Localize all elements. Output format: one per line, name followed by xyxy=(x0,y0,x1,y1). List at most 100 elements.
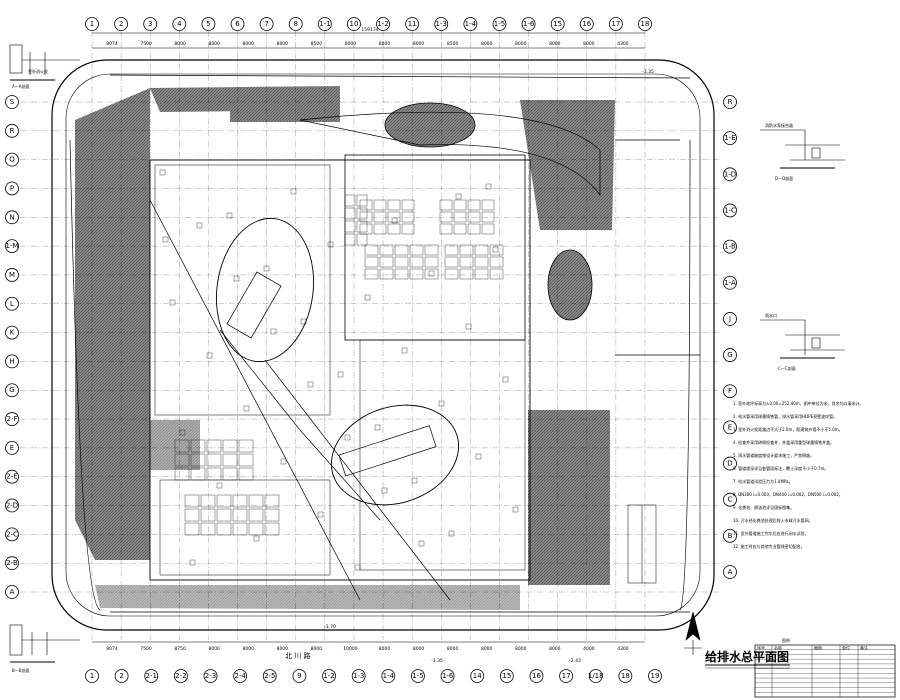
dimension-value: 8000 xyxy=(481,41,493,47)
axis-bubble: 1-3 xyxy=(434,17,449,31)
detail-tag: 消防水泵接合器 xyxy=(765,122,793,128)
axis-label: 5 xyxy=(206,20,210,28)
design-note: 12. 施工时应与其他专业管线密切配合。 xyxy=(733,543,805,549)
axis-bubble: J xyxy=(723,312,737,326)
section-detail-a: A—A剖面 室外消火栓 xyxy=(9,44,80,89)
dimension-value: 8000 xyxy=(243,646,255,652)
dimension-value: 8000 xyxy=(549,41,561,47)
legend-title: 图例 xyxy=(782,637,790,643)
axis-grid xyxy=(20,31,720,640)
dimension-value: 8074 xyxy=(106,41,118,47)
axis-bubble: 2-C xyxy=(5,527,19,542)
section-label: B—B剖面 xyxy=(12,667,30,673)
axis-bubble: 1/18 xyxy=(588,669,604,683)
axis-label: 16 xyxy=(532,672,541,680)
detail-tag: 雨水口 xyxy=(765,312,777,318)
dimension-value: 8000 xyxy=(208,41,220,47)
axis-label: 1-4 xyxy=(383,672,395,680)
axis-label: 2-2 xyxy=(175,672,186,680)
axis-bubble: 10 xyxy=(347,17,361,31)
axis-bubble: 2-2 xyxy=(173,669,188,683)
atrium-ellipses xyxy=(215,102,601,506)
dimension-value: 8000 xyxy=(515,646,527,652)
road-label: 北 川 路 xyxy=(285,651,310,660)
axis-label: M xyxy=(9,271,15,279)
axis-label: 6 xyxy=(235,20,240,28)
axis-label: G xyxy=(9,386,14,394)
axis-label: S xyxy=(10,98,15,106)
dimension-value: 8500 xyxy=(311,41,323,47)
axis-label: 1-3 xyxy=(353,672,364,680)
axis-label: 2-B xyxy=(6,559,18,567)
hatched-zones xyxy=(75,86,615,610)
axis-label: H xyxy=(9,357,14,365)
axis-label: 2-4 xyxy=(234,672,246,680)
axis-bubble: H xyxy=(5,354,19,369)
legend-header: 备注 xyxy=(860,645,868,651)
axis-bubble: 5 xyxy=(201,17,216,31)
axis-label: 18 xyxy=(641,20,650,28)
dimension-value: 8000 xyxy=(208,646,220,652)
axis-label: R xyxy=(10,127,15,135)
axis-label: 1-4 xyxy=(465,20,477,28)
total-dimension: 159174 xyxy=(361,27,378,33)
axis-label: 14 xyxy=(473,672,482,680)
dimension-value: 10000 xyxy=(343,646,357,652)
building-footprint xyxy=(149,154,531,581)
legend-table: 图例 序号名称图例单位备注 xyxy=(754,637,896,698)
axis-bubble: 16 xyxy=(579,17,594,31)
axis-label: 2-C xyxy=(6,530,18,538)
axis-label: 18 xyxy=(621,672,630,680)
axis-bubble: D xyxy=(723,456,737,471)
dimension-value: 8000 xyxy=(481,646,493,652)
axis-label: 9 xyxy=(297,672,301,680)
dimension-value: 8000 xyxy=(277,41,289,47)
axis-bubble: 2 xyxy=(114,17,129,31)
axis-bubble: 19 xyxy=(648,669,662,683)
axis-label: 1-2 xyxy=(323,672,334,680)
dimension-value: 8000 xyxy=(549,646,561,652)
legend-header: 图例 xyxy=(814,645,822,651)
axis-bubble: 2-3 xyxy=(203,669,218,683)
axis-bubble: A xyxy=(5,585,19,599)
atrium-south xyxy=(330,404,460,506)
axis-label: E xyxy=(10,444,14,452)
axis-label: 1-M xyxy=(5,242,18,250)
axis-label: 1-C xyxy=(724,206,736,214)
axis-bubble: E xyxy=(723,420,737,435)
section-label: C—C剖面 xyxy=(778,365,796,371)
axis-label: R xyxy=(728,98,733,106)
dimension-value: 8000 xyxy=(174,41,186,47)
axis-label: F xyxy=(728,387,732,395)
axis-label: 10 xyxy=(349,20,358,28)
axis-bubble: G xyxy=(5,383,19,398)
axis-label: 3 xyxy=(148,20,152,28)
axis-bubble: 1-2 xyxy=(376,17,390,31)
axis-label: K xyxy=(10,329,15,337)
axis-bubble: Q xyxy=(5,152,19,167)
axis-bubble: A xyxy=(723,565,737,579)
detail-tag: 室外消火栓 xyxy=(28,68,48,74)
axis-label: 19 xyxy=(651,672,660,680)
elevation-callout: -3.35 xyxy=(642,69,654,75)
axis-label: 1-1 xyxy=(319,20,330,28)
axis-label: 1-E xyxy=(724,134,735,142)
axis-bubble: M xyxy=(5,268,19,282)
design-note: 10. 污水经化粪池处理后排入市政污水管网。 xyxy=(733,517,813,523)
axis-label: 1 xyxy=(90,672,94,680)
dimension-value: 8000 xyxy=(379,646,391,652)
design-note: 11. 室外管道施工完毕后应进行闭水试验。 xyxy=(733,530,809,536)
axis-bubble: 1-6 xyxy=(440,669,455,683)
axis-bubble: 9 xyxy=(292,669,307,683)
atrium-north xyxy=(215,217,315,363)
axis-label: D xyxy=(727,460,732,468)
stair-block xyxy=(627,504,657,584)
axis-label: J xyxy=(728,315,731,323)
axis-label: 15 xyxy=(502,672,511,680)
dimension-value: 8750 xyxy=(174,646,186,652)
axis-label: 2-F xyxy=(6,415,17,423)
axis-label: 1-D xyxy=(724,170,736,178)
legend-header: 序号 xyxy=(757,645,765,651)
